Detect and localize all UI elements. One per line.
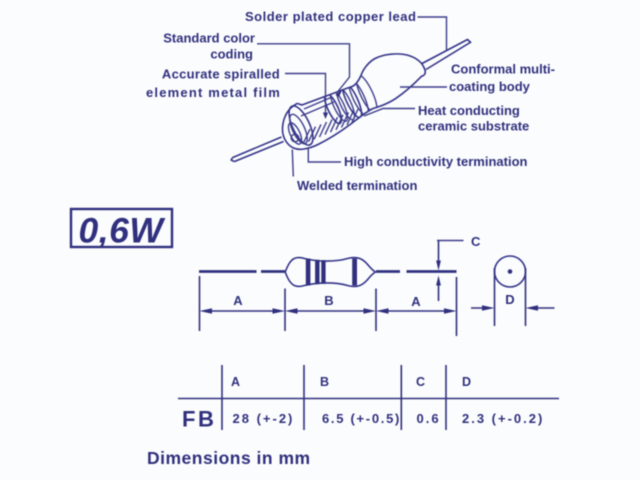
svg-text:28 (+-2): 28 (+-2) <box>233 411 295 426</box>
svg-text:C: C <box>471 234 481 249</box>
svg-text:Solder plated copper lead: Solder plated copper lead <box>245 9 416 24</box>
svg-text:Accurate spiralled: Accurate spiralled <box>162 67 280 82</box>
svg-text:D: D <box>462 375 471 389</box>
svg-text:6.5 (+-0.5): 6.5 (+-0.5) <box>322 411 401 426</box>
svg-text:FB: FB <box>182 407 216 432</box>
svg-text:0,6W: 0,6W <box>79 211 167 251</box>
svg-text:A: A <box>411 294 421 309</box>
svg-text:C: C <box>416 375 425 389</box>
svg-text:A: A <box>233 293 243 308</box>
svg-text:D: D <box>505 292 514 307</box>
svg-text:2.3 (+-0.2): 2.3 (+-0.2) <box>462 411 544 426</box>
svg-text:Standard color: Standard color <box>163 31 255 46</box>
svg-text:B: B <box>324 293 333 308</box>
svg-text:Heat conducting: Heat conducting <box>418 103 520 118</box>
svg-text:High conductivity termination: High conductivity termination <box>344 154 528 169</box>
svg-text:coding: coding <box>210 47 253 62</box>
svg-text:Dimensions in mm: Dimensions in mm <box>147 448 311 468</box>
svg-text:Welded termination: Welded termination <box>297 178 417 193</box>
svg-text:coating body: coating body <box>449 79 531 94</box>
svg-text:B: B <box>320 375 329 389</box>
svg-text:element metal film: element metal film <box>146 85 281 100</box>
svg-text:ceramic substrate: ceramic substrate <box>418 119 529 134</box>
svg-text:0.6: 0.6 <box>417 411 441 426</box>
svg-text:Conformal multi-: Conformal multi- <box>451 62 555 77</box>
svg-text:A: A <box>231 375 240 389</box>
